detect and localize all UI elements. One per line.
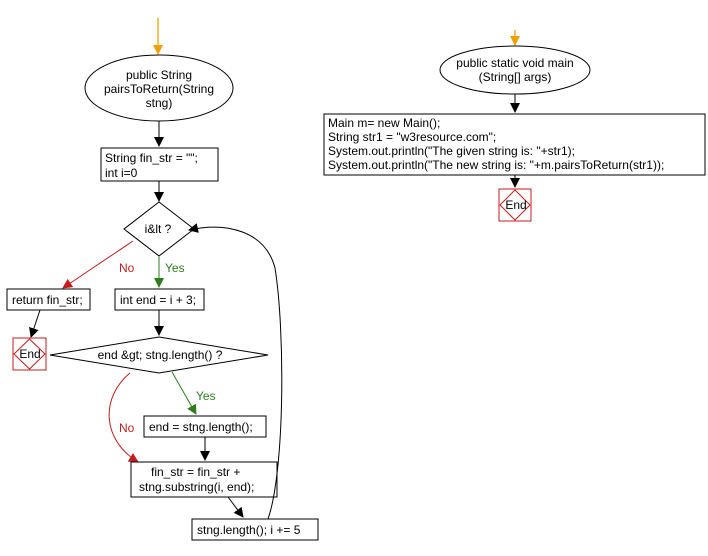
end-node-right: End: [498, 188, 532, 222]
start-node-main: public static void main (String[] args): [439, 45, 591, 95]
init-box: String fin_str = ""; int i=0: [100, 147, 219, 182]
main-body-line-3: System.out.println("The given string is:…: [328, 144, 575, 158]
init-line-1: String fin_str = "";: [105, 151, 198, 165]
assign-end-label: int end = i + 3;: [120, 293, 196, 307]
set-end-box: end = stng.length();: [143, 415, 267, 438]
start-node-pairs-to-return: public String pairsToReturn(String stng): [84, 54, 234, 122]
arrow-cond1-no: [62, 240, 134, 289]
main-start-line-2: (String[] args): [479, 70, 552, 84]
bounds-condition-label: end &gt; stng.length() ?: [98, 348, 223, 362]
return-label: return fin_str;: [12, 293, 83, 307]
no-label-1: No: [119, 261, 135, 275]
concat-line-1: fin_str = fin_str +: [151, 465, 240, 479]
concat-box: fin_str = fin_str + stng.substring(i, en…: [130, 461, 278, 498]
main-body-box: Main m= new Main(); String str1 = "w3res…: [323, 113, 706, 176]
arrow-cond2-no: [108, 372, 139, 463]
set-end-label: end = stng.length();: [149, 420, 253, 434]
arrow-concat-to-incr: [227, 496, 244, 518]
start-line-2: pairsToReturn(String: [104, 82, 214, 96]
yes-label-1: Yes: [165, 261, 185, 275]
return-box: return fin_str;: [6, 288, 91, 311]
end-node-left: End: [12, 337, 47, 371]
start-line-1: public String: [126, 68, 192, 82]
increment-label: stng.length(); i += 5: [197, 523, 301, 537]
bounds-condition-diamond: end &gt; stng.length() ?: [49, 336, 269, 374]
end-label-left: End: [19, 347, 40, 361]
arrow-return-to-end: [29, 309, 41, 338]
arrow-loop-back: [188, 223, 283, 520]
concat-line-2: stng.substring(i, end);: [139, 480, 254, 494]
assign-end-box: int end = i + 3;: [114, 288, 205, 311]
no-label-2: No: [119, 421, 135, 435]
start-line-3: stng): [146, 96, 173, 110]
main-body-line-4: System.out.println("The new string is: "…: [328, 158, 664, 172]
increment-box: stng.length(); i += 5: [191, 518, 319, 541]
main-body-line-1: Main m= new Main();: [328, 116, 440, 130]
main-start-line-1: public static void main: [456, 56, 573, 70]
arrow-cond2-yes: [171, 371, 197, 415]
yes-label-2: Yes: [196, 389, 216, 403]
main-body-line-2: String str1 = "w3resource.com";: [328, 130, 496, 144]
loop-condition-diamond: i&lt ?: [123, 201, 195, 257]
end-label-right: End: [505, 198, 526, 212]
init-line-2: int i=0: [105, 166, 138, 180]
loop-condition-label: i&lt ?: [145, 222, 172, 236]
